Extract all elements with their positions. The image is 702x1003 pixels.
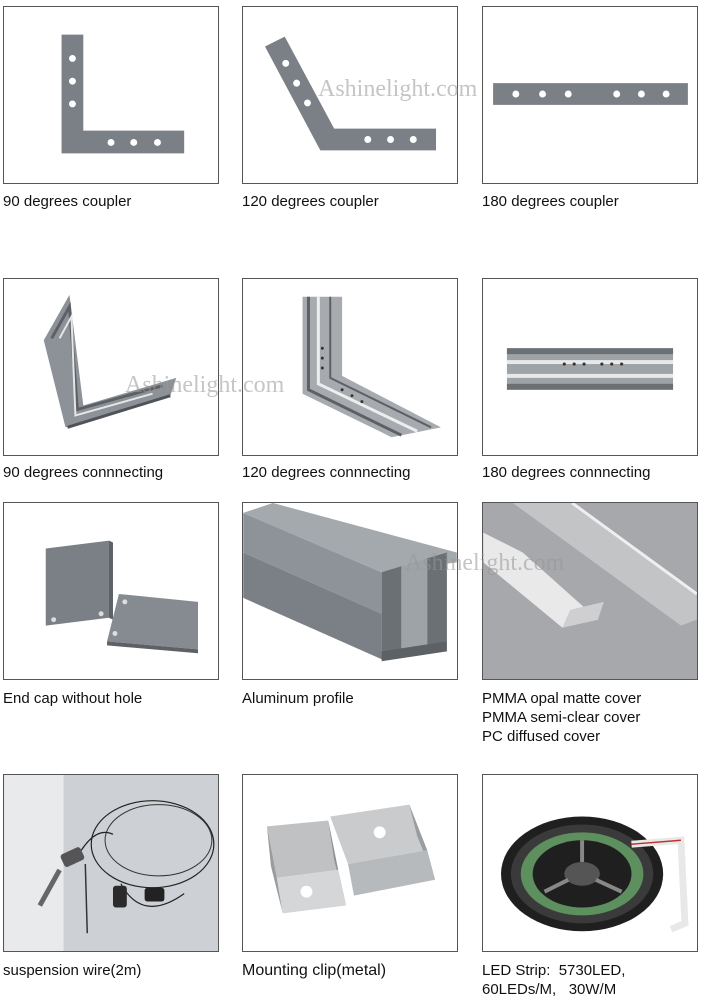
product-image-90-connecting: [3, 278, 219, 456]
product-image-90-coupler: [3, 6, 219, 184]
caption-cover-line-2: PMMA semi-clear cover: [482, 709, 641, 726]
caption-aluminum-profile: Aluminum profile: [242, 690, 354, 707]
caption-90-connecting: 90 degrees connnecting: [3, 464, 164, 481]
product-image-suspension-wire: [3, 774, 219, 952]
caption-180-coupler: 180 degrees coupler: [482, 193, 619, 210]
caption-cover-line-3: PC diffused cover: [482, 728, 601, 745]
watermark-row-1: Ashinelight.com: [318, 76, 478, 102]
caption-cover-line-1: PMMA opal matte cover: [482, 690, 642, 707]
caption-led-strip-line-1: LED Strip: 5730LED,: [482, 962, 626, 979]
product-image-120-connecting: [242, 278, 458, 456]
product-image-mounting-clip: [242, 774, 458, 952]
caption-end-cap: End cap without hole: [3, 690, 143, 707]
product-image-120-coupler: [242, 6, 458, 184]
watermark-row-3: Ashinelight.com: [405, 550, 565, 576]
caption-suspension-wire: suspension wire(2m): [3, 962, 142, 979]
product-image-end-cap: [3, 502, 219, 680]
product-image-aluminum-profile: [242, 502, 458, 680]
caption-90-coupler: 90 degrees coupler: [3, 193, 132, 210]
product-image-180-connecting: [482, 278, 698, 456]
caption-led-strip-line-2: 60LEDs/M, 30W/M: [482, 981, 617, 998]
caption-120-coupler: 120 degrees coupler: [242, 193, 379, 210]
caption-mounting-clip: Mounting clip(metal): [242, 962, 387, 979]
watermark-row-2: Ashinelight.com: [125, 372, 285, 398]
product-image-180-coupler: [482, 6, 698, 184]
caption-180-connecting: 180 degrees connnecting: [482, 464, 651, 481]
product-image-led-strip: [482, 774, 698, 952]
caption-120-connecting: 120 degrees connnecting: [242, 464, 411, 481]
product-image-cover: [482, 502, 698, 680]
